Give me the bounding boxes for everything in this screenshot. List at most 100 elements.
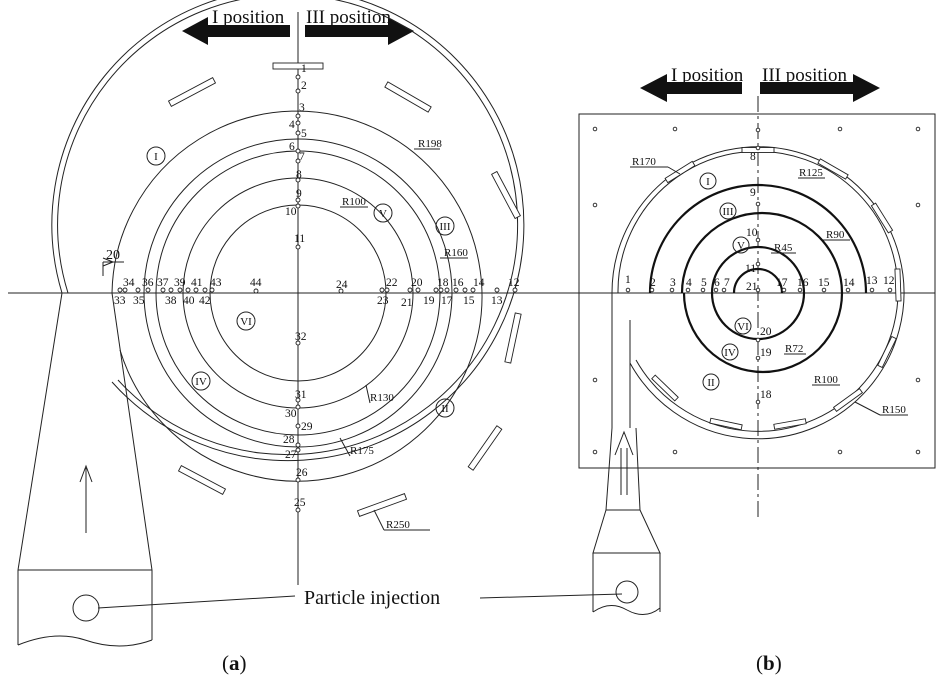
region-vi: VI xyxy=(240,316,252,328)
point-label-44: 44 xyxy=(250,277,262,289)
label-r125: R125 xyxy=(799,167,823,179)
point xyxy=(253,288,259,294)
region-iii: III xyxy=(440,221,451,233)
point xyxy=(135,287,141,293)
point-label-24: 24 xyxy=(336,279,348,291)
label-r150: R150 xyxy=(882,404,906,416)
label-r160: R160 xyxy=(444,247,468,259)
label-r45: R45 xyxy=(774,242,793,254)
point-label-1: 1 xyxy=(301,63,307,75)
region-b-iv: IV xyxy=(724,347,736,359)
region-marker xyxy=(721,343,739,361)
region-marker xyxy=(734,317,752,335)
point xyxy=(384,287,390,293)
point-label-23: 23 xyxy=(377,295,389,307)
point-label-26: 26 xyxy=(296,467,308,479)
point-label-b-17: 17 xyxy=(776,277,788,289)
point-label-b-5: 5 xyxy=(701,277,707,289)
point-label-b-18: 18 xyxy=(760,389,772,401)
point xyxy=(338,288,344,294)
point xyxy=(295,74,301,80)
arrow-right-icon xyxy=(305,17,414,45)
point xyxy=(295,120,301,126)
region-ii: II xyxy=(441,403,449,415)
flow-arrow-head-icon xyxy=(79,464,93,483)
inlet-b-taper xyxy=(605,427,641,511)
vane xyxy=(167,77,217,107)
cyclone-outer-wall xyxy=(51,0,525,462)
hole xyxy=(592,202,598,208)
point-label-31: 31 xyxy=(295,389,307,401)
flow-b-arrow-head-icon xyxy=(614,430,634,456)
point xyxy=(433,287,439,293)
point xyxy=(713,287,719,293)
point xyxy=(379,287,385,293)
caption-a-close: ) xyxy=(240,651,247,675)
point-label-43: 43 xyxy=(210,277,222,289)
point-label-b-3: 3 xyxy=(670,277,676,289)
points-a-top: 1 2 3 4 5 6 7 8 9 10 11 xyxy=(285,63,307,250)
vane xyxy=(709,417,743,431)
point-label-b-15: 15 xyxy=(818,277,830,289)
label-r100: R100 xyxy=(814,374,838,386)
region-marker xyxy=(191,371,211,391)
point-label-17: 17 xyxy=(441,295,453,307)
region-b-i: I xyxy=(706,176,710,188)
injection-leader-right xyxy=(479,593,623,599)
region-marker xyxy=(373,203,393,223)
vane xyxy=(651,374,679,402)
point-label-34: 34 xyxy=(123,277,135,289)
leader xyxy=(854,401,881,416)
point-label-b-9: 9 xyxy=(750,187,756,199)
point xyxy=(295,148,301,154)
point-label-3: 3 xyxy=(299,102,305,114)
point-label-b-10: 10 xyxy=(746,227,758,239)
point xyxy=(669,287,675,293)
point xyxy=(755,201,761,207)
arc-r45 xyxy=(732,267,784,294)
point xyxy=(797,287,803,293)
dim-arrow-icon xyxy=(102,257,115,267)
vane xyxy=(356,493,408,517)
point xyxy=(295,244,301,250)
vane xyxy=(504,312,522,364)
point xyxy=(649,287,655,293)
point xyxy=(160,287,166,293)
region-b-ii: II xyxy=(707,377,715,389)
point-label-5: 5 xyxy=(301,128,307,140)
point-label-14: 14 xyxy=(473,277,485,289)
point xyxy=(470,287,476,293)
point xyxy=(755,355,761,361)
point xyxy=(415,287,421,293)
point xyxy=(407,287,413,293)
vane xyxy=(894,268,902,302)
hole xyxy=(672,449,678,455)
region-v: V xyxy=(379,208,387,220)
points-a-bottom: 32 31 30 29 28 27 26 25 xyxy=(283,331,313,513)
hole xyxy=(915,126,921,132)
inlet-b-cone xyxy=(592,509,661,554)
point xyxy=(295,88,301,94)
point xyxy=(781,287,787,293)
point-label-2: 2 xyxy=(301,80,307,92)
point xyxy=(122,287,128,293)
point xyxy=(295,423,301,429)
point xyxy=(145,287,151,293)
points-b-axis: 1 2 3 4 5 6 7 21 17 16 15 14 13 12 xyxy=(625,274,895,293)
region-iv: IV xyxy=(195,376,207,388)
point xyxy=(755,237,761,243)
region-b-iii: III xyxy=(723,206,734,218)
vane xyxy=(877,335,897,369)
cyclone-b-outer-wall-inner xyxy=(617,150,899,432)
cyclone-outer-wall-inner-edge xyxy=(57,0,519,456)
point-label-25: 25 xyxy=(294,497,306,509)
point-label-37: 37 xyxy=(157,277,169,289)
point xyxy=(177,287,183,293)
arc-r45-r72 xyxy=(710,245,806,341)
point xyxy=(625,287,631,293)
region-b-vi: VI xyxy=(737,321,749,333)
plate-holes xyxy=(592,126,921,455)
vane xyxy=(664,160,696,184)
point xyxy=(721,287,727,293)
point-label-10: 10 xyxy=(285,206,297,218)
